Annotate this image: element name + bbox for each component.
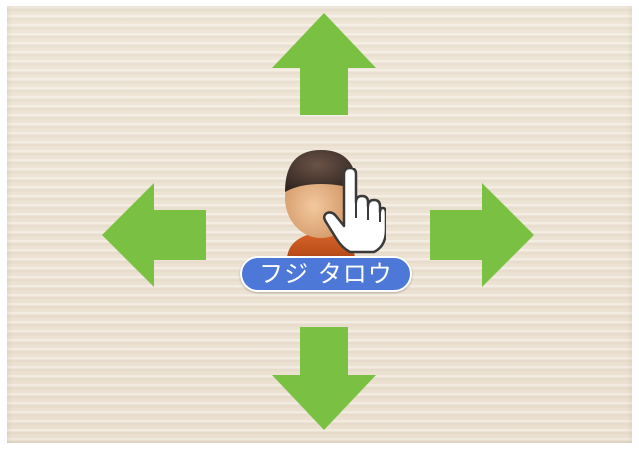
move-left-arrow[interactable]	[102, 183, 206, 287]
arrow-left-icon	[102, 183, 206, 287]
move-right-arrow[interactable]	[430, 183, 534, 287]
pointing-hand-icon	[322, 166, 388, 254]
arrow-right-icon	[430, 183, 534, 287]
move-up-arrow[interactable]	[272, 13, 376, 117]
character-name-label: フジ タロウ	[240, 256, 412, 292]
move-down-arrow[interactable]	[272, 327, 376, 431]
arrow-down-icon	[272, 327, 376, 430]
arrow-up-icon	[272, 13, 376, 115]
